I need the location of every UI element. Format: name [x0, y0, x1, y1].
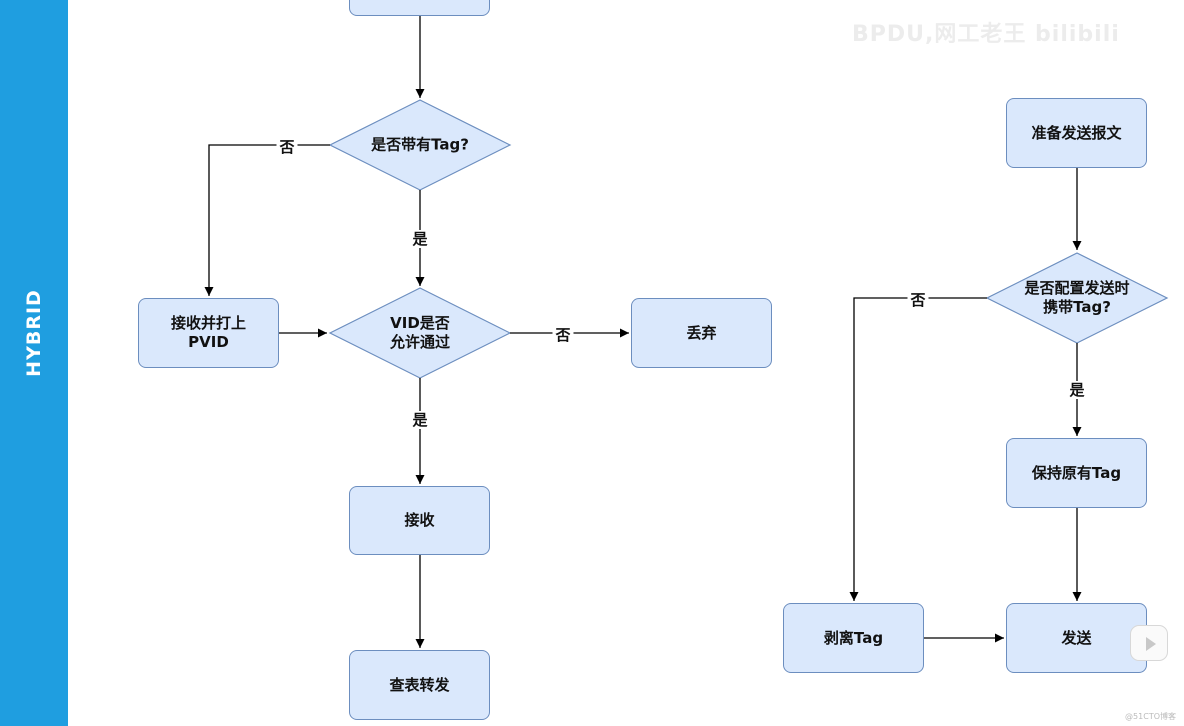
watermark: BPDU,网工老王 bilibili: [852, 22, 1120, 47]
discard-node: 丢弃: [631, 298, 772, 368]
edge-label-tag-no: 否: [276, 138, 298, 156]
decision-tag-label: 是否带有Tag?: [371, 135, 469, 154]
tag-untagged-node: 接收并打上 PVID: [138, 298, 279, 368]
edge-label-carry-no: 否: [907, 291, 929, 309]
lookup-forward-node: 查表转发: [349, 650, 490, 720]
edge-label-vid-no: 否: [552, 326, 574, 344]
edge-tag-no: [204, 144, 330, 296]
keep-tag-node: 保持原有Tag: [1006, 438, 1147, 508]
play-button[interactable]: [1130, 625, 1168, 661]
edge-label-vid-yes: 是: [409, 411, 431, 429]
receive-node: 接收: [349, 486, 490, 555]
top-node-partial: [349, 0, 490, 16]
strip-tag-node: 剥离Tag: [783, 603, 924, 673]
send-node: 发送: [1006, 603, 1147, 673]
prepare-send-node: 准备发送报文: [1006, 98, 1147, 168]
sidebar: HYBRID: [0, 0, 68, 726]
decision-carry-tag-label: 是否配置发送时 携带Tag?: [1024, 279, 1130, 316]
decision-vid-label: VID是否 允许通过: [389, 314, 451, 351]
footer-credit: @51CTO博客: [1125, 712, 1176, 721]
edge-label-tag-yes: 是: [409, 230, 431, 248]
edge-carry-no: [849, 297, 987, 601]
edge-label-carry-yes: 是: [1066, 381, 1088, 399]
